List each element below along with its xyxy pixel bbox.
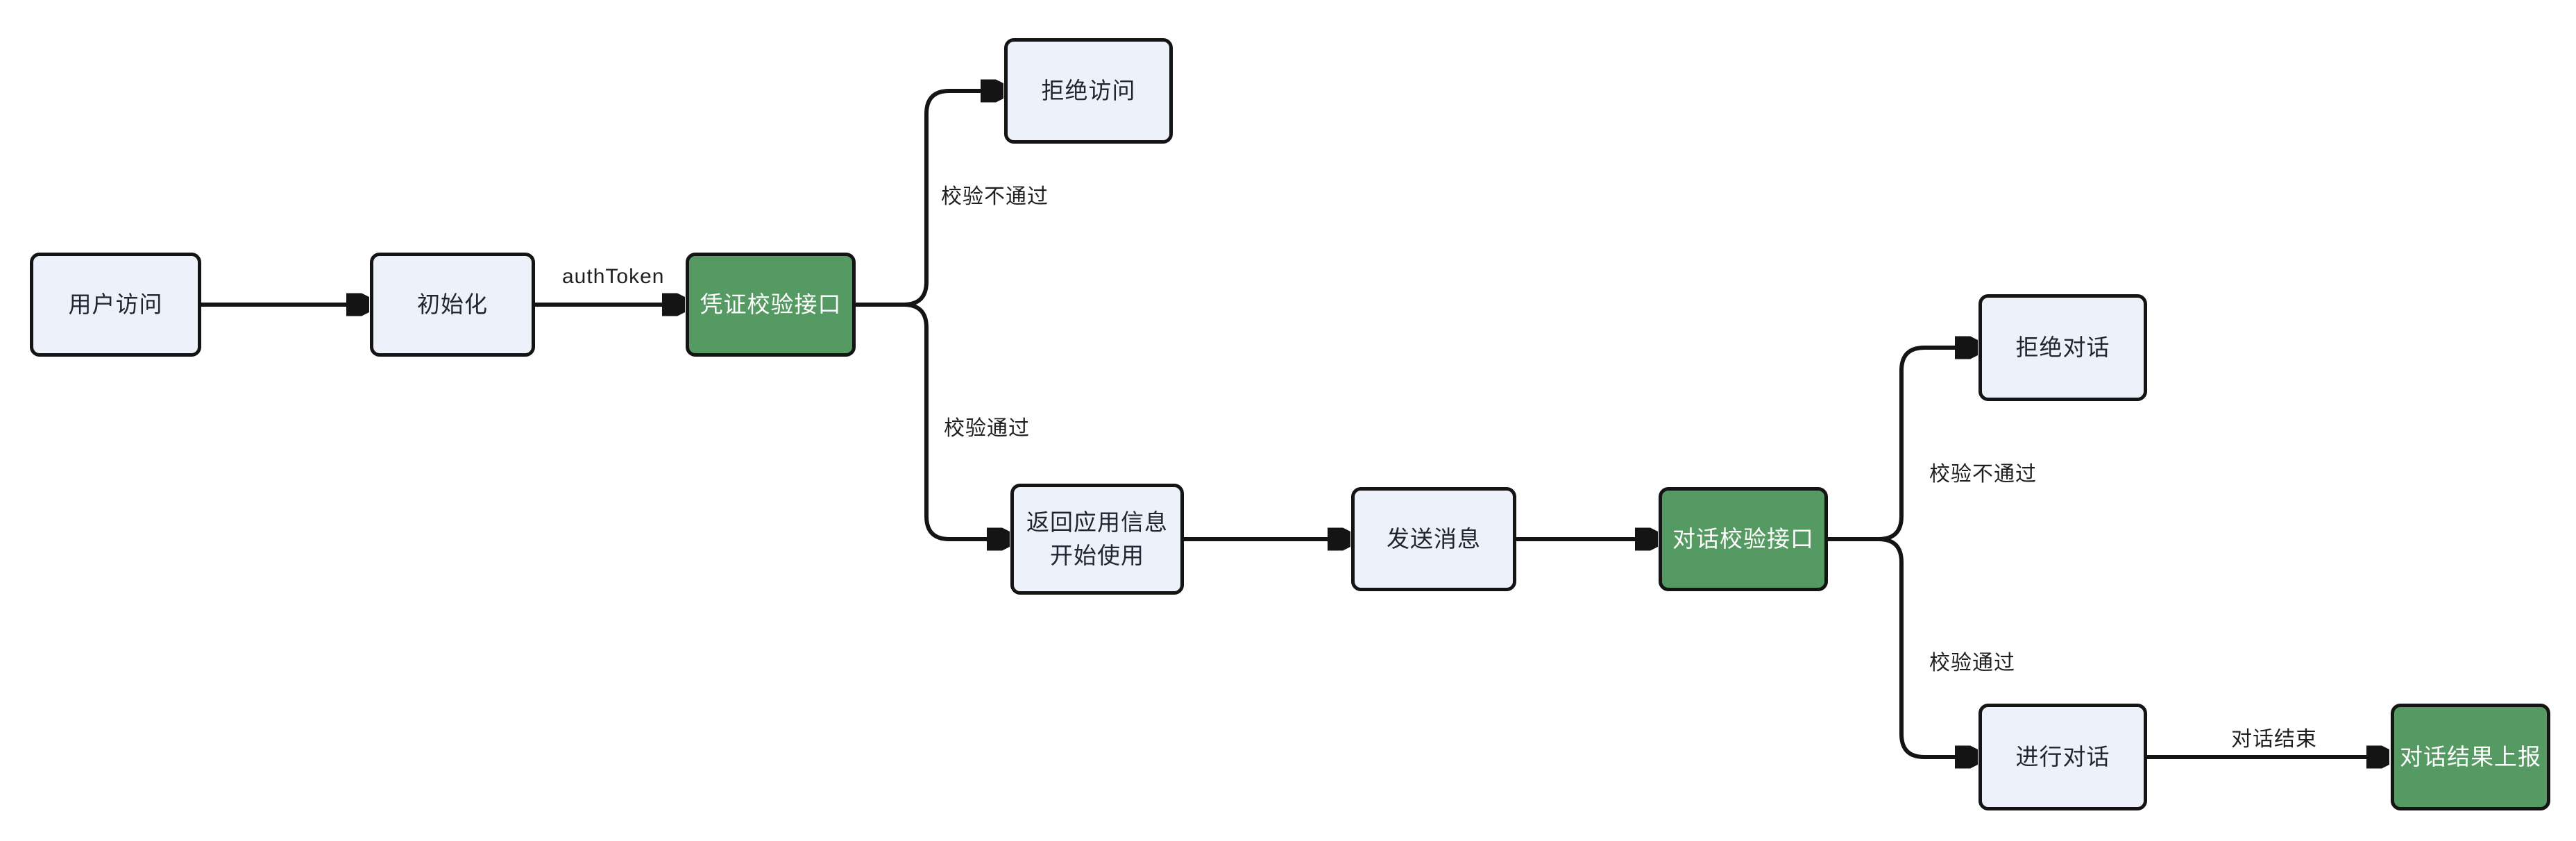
node-label: 拒绝对话 [2015, 334, 2110, 361]
node-send-message: 发送消息 [1351, 487, 1516, 591]
node-label: 初始化 [417, 291, 488, 318]
edge-label-check-pass-2: 校验通过 [1929, 652, 2015, 674]
edge-dialog-check-to-deny-dialog [1828, 348, 1974, 541]
node-return-app-info: 返回应用信息 开始使用 [1010, 484, 1184, 595]
node-deny-access: 拒绝访问 [1004, 38, 1173, 144]
edge-label-auth-token: authToken [562, 265, 665, 288]
node-label: 进行对话 [2015, 744, 2110, 770]
edge-label-check-pass-1: 校验通过 [944, 417, 1030, 440]
edge-label-check-fail-2: 校验不通过 [1929, 463, 2037, 486]
edge-label-check-fail-1: 校验不通过 [941, 185, 1049, 208]
node-deny-dialog: 拒绝对话 [1978, 294, 2147, 401]
node-dialog-result-report: 对话结果上报 [2391, 704, 2550, 810]
node-label: 用户访问 [68, 291, 163, 318]
edge-credential-check-to-return-app-info [856, 303, 1006, 539]
node-dialog-check-api: 对话校验接口 [1659, 487, 1828, 591]
node-label: 对话校验接口 [1672, 526, 1814, 552]
node-label: 发送消息 [1387, 526, 1481, 552]
node-label-line2: 开始使用 [1050, 543, 1144, 568]
node-user-access: 用户访问 [30, 253, 201, 357]
edge-credential-check-to-deny-access [856, 91, 1000, 307]
node-label: 凭证校验接口 [700, 291, 842, 318]
node-credential-check-api: 凭证校验接口 [686, 253, 856, 357]
node-label-line1: 返回应用信息 [1026, 509, 1168, 536]
edge-label-dialog-end: 对话结束 [2231, 728, 2317, 751]
node-label: 拒绝访问 [1041, 78, 1136, 104]
node-label: 对话结果上报 [2400, 744, 2541, 770]
node-do-dialog: 进行对话 [1978, 704, 2147, 810]
edge-dialog-check-to-do-dialog [1828, 537, 1974, 757]
node-init: 初始化 [370, 253, 535, 357]
